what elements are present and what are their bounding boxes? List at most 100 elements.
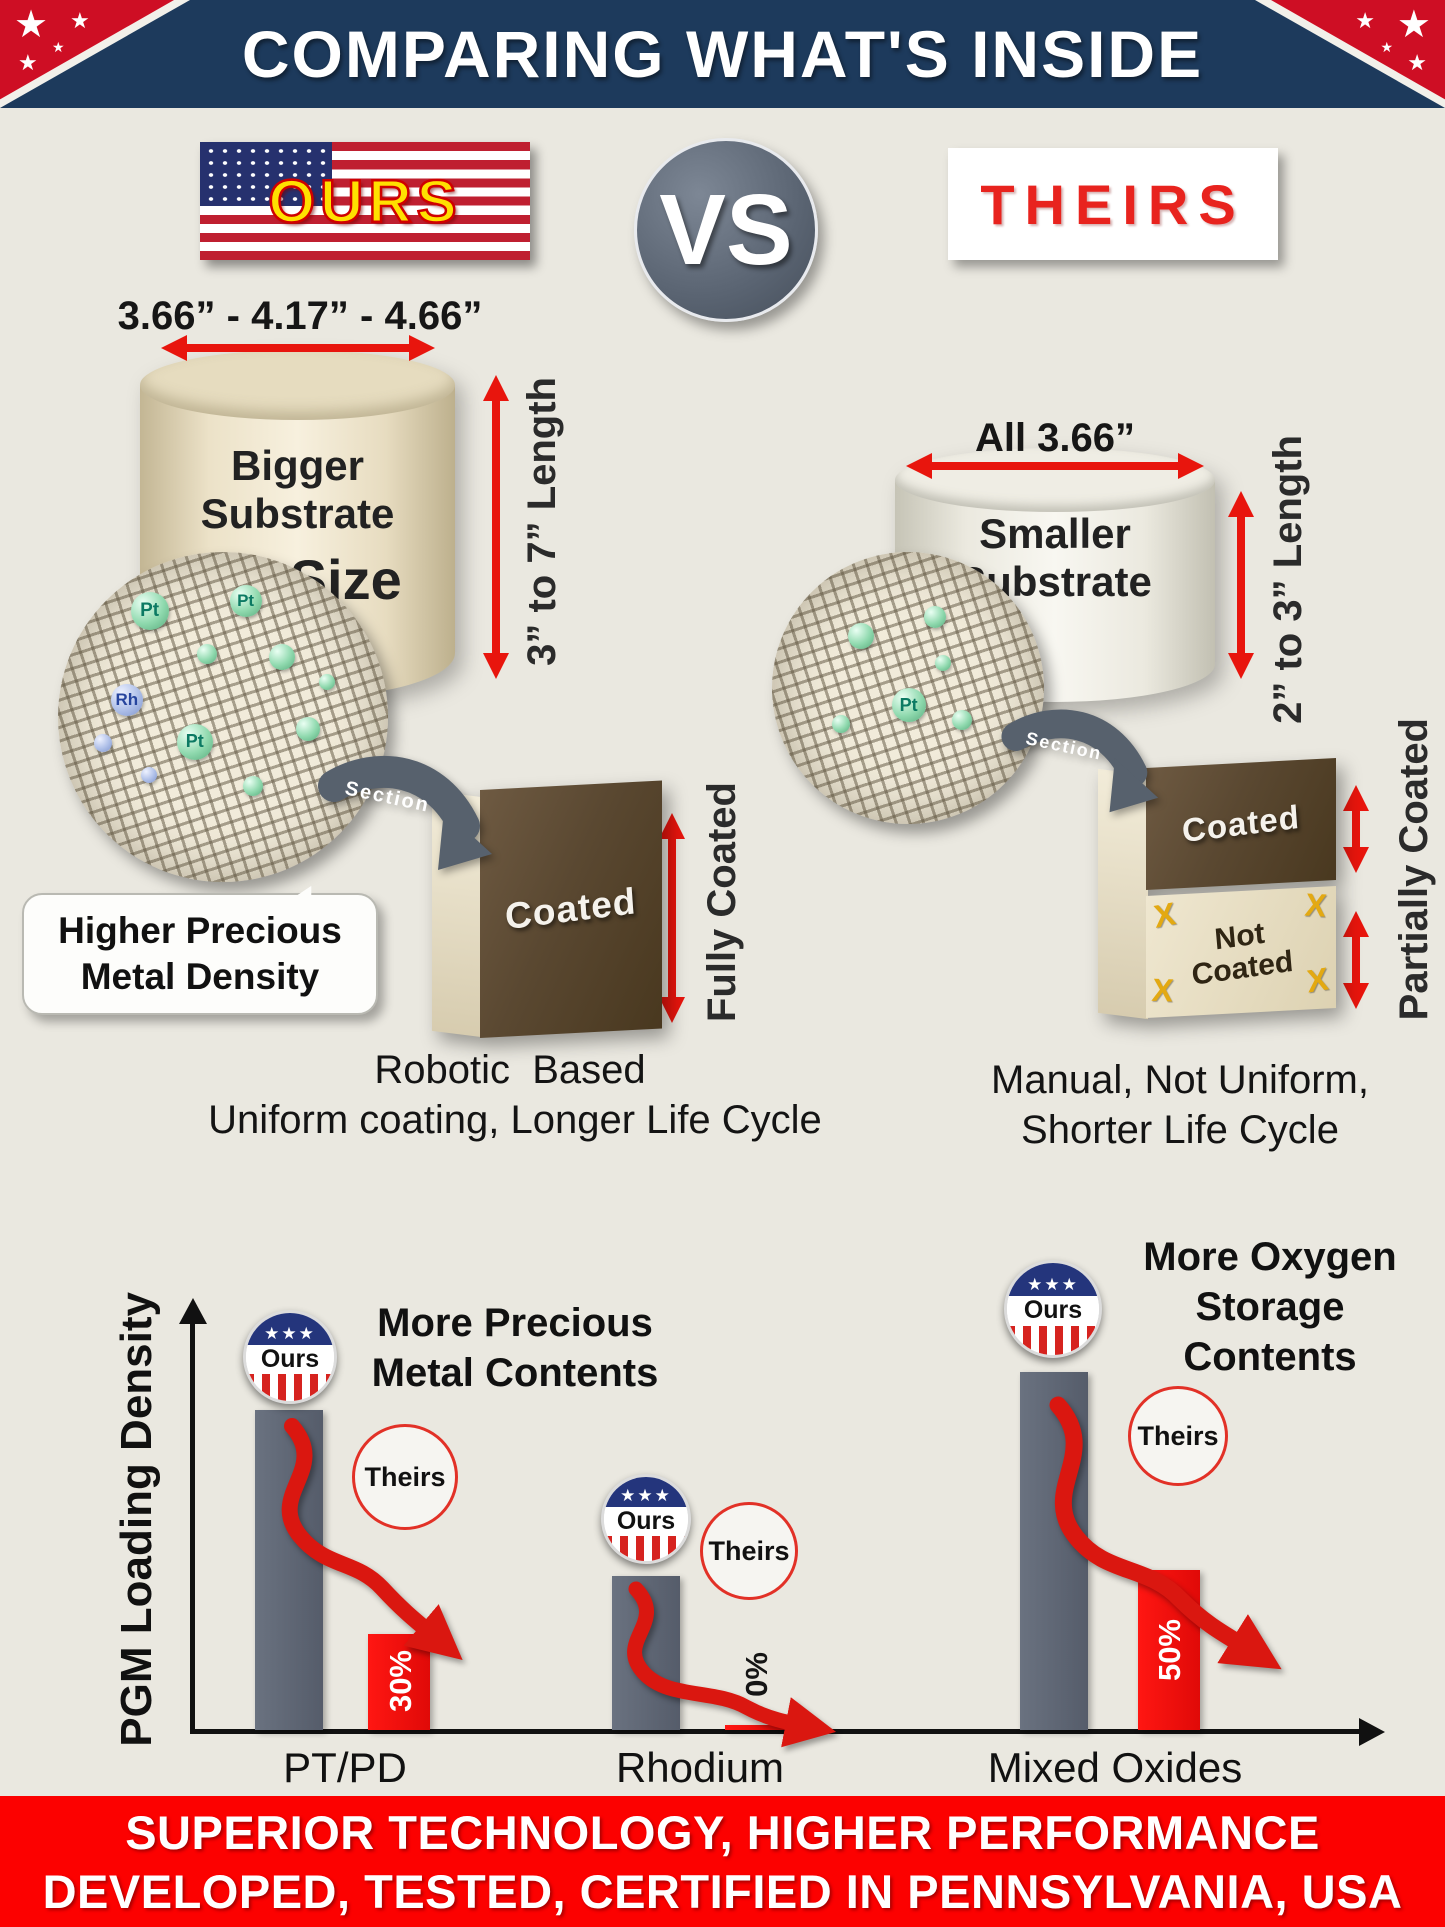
particle-dot <box>140 766 157 783</box>
ours-diameter-arrow <box>174 344 422 352</box>
header-banner: COMPARING WHAT'S INSIDE <box>0 0 1445 108</box>
vs-badge: VS <box>634 138 818 322</box>
ours-badge-ptpd: ★★★ Ours <box>243 1310 337 1404</box>
theirs-diameter-arrow <box>919 462 1191 470</box>
theirs-marker-mixed: Theirs <box>1128 1386 1228 1486</box>
badge-stars: ★★★ <box>604 1477 688 1508</box>
theirs-marker-label: Theirs <box>708 1535 790 1566</box>
theirs-marker-label: Theirs <box>364 1461 446 1492</box>
ours-coated-label: Coated <box>503 880 638 938</box>
particle-dot <box>831 715 850 734</box>
theirs-caption-2: Shorter Life Cycle <box>1021 1108 1339 1152</box>
particle-dot <box>924 606 947 629</box>
category-rhodium: Rhodium <box>615 1744 785 1791</box>
partially-coated-arrow-bottom <box>1352 924 1360 996</box>
rh-particle: Rh <box>110 684 143 716</box>
badge-stripes <box>246 1373 334 1401</box>
particle-dot <box>94 733 113 752</box>
theirs-length-arrow <box>1237 504 1245 666</box>
arrow-head <box>1109 758 1159 813</box>
badge-stars: ★★★ <box>246 1313 334 1345</box>
ours-badge-label: Ours <box>604 1507 688 1537</box>
particle-dot <box>295 717 320 741</box>
page-title: COMPARING WHAT'S INSIDE <box>241 17 1204 91</box>
footer-banner: SUPERIOR TECHNOLOGY, HIGHER PERFORMANCE … <box>0 1796 1445 1927</box>
y-axis <box>190 1308 195 1732</box>
pt-particle: Pt <box>176 723 213 760</box>
bar-theirs-rhodium <box>725 1725 787 1730</box>
ours-flag-banner: OURS <box>200 142 530 260</box>
partially-coated-label: Partially Coated <box>1392 718 1436 1021</box>
theirs-marker-ptpd: Theirs <box>352 1424 458 1530</box>
decline-arrow-mixed <box>1049 1396 1282 1670</box>
arrow-head <box>438 810 492 870</box>
ours-length-arrow <box>492 388 500 666</box>
fully-coated-arrow <box>668 826 676 1010</box>
vs-label: VS <box>659 173 793 286</box>
block-coated-face: Coated <box>1146 758 1336 890</box>
ours-caption-1: Robotic Based <box>374 1048 646 1092</box>
star-icon: ★ <box>70 8 90 33</box>
not-coated-label: Not Coated <box>1190 916 1295 991</box>
theirs-marker-rhodium: Theirs <box>700 1502 798 1600</box>
category-mixed-oxides: Mixed Oxides <box>987 1744 1243 1791</box>
badge-stars: ★★★ <box>1007 1263 1099 1297</box>
theirs-banner: THEIRS <box>948 148 1278 260</box>
particle-dot <box>848 622 875 649</box>
block-front-face: Coated <box>480 780 662 1038</box>
star-icon: ★ <box>52 39 65 55</box>
block-not-coated-face: X X X X Not Coated <box>1146 886 1336 1018</box>
badge-stripes <box>604 1536 688 1561</box>
badge-stripes <box>1007 1325 1099 1355</box>
ours-substrate-text-1: Bigger <box>230 442 364 489</box>
annotation-oxygen-storage: More Oxygen Storage Contents <box>1143 1235 1397 1379</box>
pt-particle: Pt <box>229 585 262 617</box>
density-callout: Higher Precious Metal Density <box>22 893 378 1015</box>
ours-badge-rhodium: ★★★ Ours <box>601 1474 691 1564</box>
ours-caption-2: Uniform coating, Longer Life Cycle <box>208 1098 822 1142</box>
theirs-label: THEIRS <box>980 172 1246 236</box>
footer-line-2: DEVELOPED, TESTED, CERTIFIED IN PENNSYLV… <box>42 1864 1403 1918</box>
cylinder-top <box>140 350 455 420</box>
arrow-shaft <box>281 1418 463 1661</box>
particle-dot <box>242 776 263 797</box>
arrow-shaft <box>1001 709 1148 787</box>
arrow-shaft <box>627 1581 837 1748</box>
star-icon: ★ <box>1380 39 1393 55</box>
annotation-precious-metal: More Precious Metal Contents <box>371 1301 659 1395</box>
theirs-length-label: 2” to 3” Length <box>1266 435 1310 724</box>
decline-arrow-rhodium <box>627 1581 837 1748</box>
ours-label: OURS <box>267 166 462 236</box>
particle-dot <box>318 674 335 691</box>
arrow-shaft <box>318 755 480 842</box>
partially-coated-arrow-top <box>1352 798 1360 860</box>
star-icon: ★ <box>1396 4 1431 46</box>
theirs-coated-label: Coated <box>1180 797 1302 850</box>
star-icon: ★ <box>1407 50 1427 75</box>
star-icon: ★ <box>18 50 38 75</box>
flag-canton <box>200 142 332 206</box>
particle-dot <box>951 709 972 730</box>
ours-length-label: 3” to 7” Length <box>520 377 564 666</box>
ours-diameter-label: 3.66” - 4.17” - 4.66” <box>117 294 483 338</box>
y-axis-label: PGM Loading Density <box>112 1292 161 1747</box>
cylinder-top <box>895 448 1215 512</box>
particle-dot <box>196 644 217 665</box>
section-arrow-theirs: Section <box>1001 709 1159 813</box>
particle-dot <box>935 655 952 672</box>
theirs-substrate-closeup: Pt <box>772 552 1044 824</box>
theirs-diameter-label: All 3.66” <box>974 416 1136 460</box>
decline-arrow-ptpd <box>281 1418 463 1661</box>
ours-substrate-text-2: Substrate <box>200 490 395 538</box>
section-arrow-ours: Section <box>318 755 492 870</box>
ours-badge-label: Ours <box>1007 1296 1099 1326</box>
category-ptpd: PT/PD <box>283 1744 407 1791</box>
star-icon: ★ <box>14 4 49 46</box>
particle-dot <box>269 644 296 671</box>
ours-badge-label: Ours <box>246 1344 334 1374</box>
theirs-caption-1: Manual, Not Uniform, <box>991 1058 1369 1102</box>
pt-particle: Pt <box>891 688 926 722</box>
footer-line-1: SUPERIOR TECHNOLOGY, HIGHER PERFORMANCE <box>125 1805 1320 1859</box>
theirs-substrate-text-1: Smaller <box>979 510 1131 557</box>
